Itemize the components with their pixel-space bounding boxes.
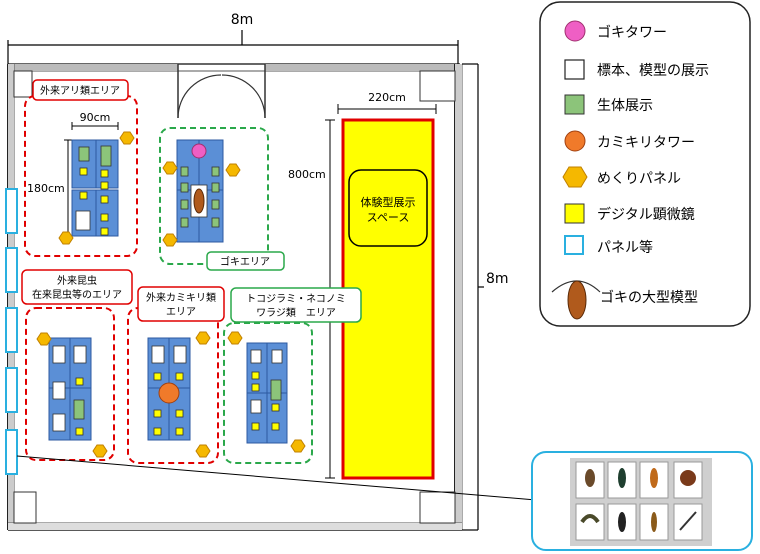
insect-area-label-2: 在来昆虫等のエリア (32, 288, 122, 301)
experience-stage: 220cm 800cm 体験型展示 スペース (288, 91, 437, 480)
flip-panel (119, 131, 135, 145)
brown-oval-icon (567, 280, 587, 320)
longhorn-area: 外来カミキリ類 エリア (127, 286, 225, 464)
legend-label: デジタル顕微鏡 (597, 206, 695, 223)
panel (5, 367, 18, 413)
legend-label: パネル等 (597, 239, 653, 256)
ant-area-label: 外来アリ類エリア (40, 85, 120, 97)
cyan-outline-icon (564, 235, 584, 255)
panel-callout (531, 451, 753, 551)
cockroach-area: ゴキエリア (159, 127, 285, 271)
cockroach-tower (191, 143, 207, 159)
pink-circle-icon (564, 20, 586, 42)
live-exhibit (100, 145, 112, 167)
cockroach-model (193, 188, 205, 214)
dimension-right: 8m (462, 63, 509, 531)
flip-panel (58, 231, 74, 245)
legend-label: めくりパネル (597, 171, 681, 187)
panel (5, 247, 18, 293)
specimen-panels (575, 461, 703, 541)
longhorn-area-label-1: 外来カミキリ類 (146, 292, 216, 304)
ant-width-label: 90cm (80, 111, 111, 124)
yellow-hexagon-icon (562, 166, 588, 188)
top-width-label: 8m (231, 12, 254, 28)
cockroach-area-label: ゴキエリア (220, 255, 270, 268)
insect-area: 外来昆虫 在来昆虫等のエリア (21, 269, 133, 461)
stage-depth-label: 800cm (288, 168, 326, 181)
legend: ゴキタワー 標本、模型の展示 生体展示 カミキリタワー めくりパネル デジタル顕… (539, 1, 751, 327)
yellow-square-icon (564, 203, 585, 224)
legend-label: カミキリタワー (597, 135, 695, 151)
panel (5, 188, 18, 234)
orange-circle-icon (564, 130, 586, 152)
pillbug-area-label-2: ワラジ類 エリア (256, 307, 336, 319)
specimen-exhibit (75, 210, 91, 231)
live-exhibit (78, 146, 90, 162)
entrance-door (177, 64, 266, 119)
pillbug-area-label-1: トコジラミ・ネコノミ (246, 293, 346, 305)
insect-area-label-1: 外来昆虫 (57, 275, 97, 287)
pillbug-area: トコジラミ・ネコノミ ワラジ類 エリア (223, 287, 362, 464)
panel (5, 429, 18, 475)
ant-depth-label: 180cm (27, 182, 65, 195)
white-square-icon (564, 59, 585, 80)
stage-width-label: 220cm (368, 91, 406, 104)
ant-area: 外来アリ類エリア 90cm 180cm (24, 79, 138, 257)
room-walls (7, 63, 463, 531)
panel (5, 307, 18, 353)
longhorn-tower (158, 382, 180, 404)
stage-label-line1: 体験型展示 (361, 195, 416, 209)
right-depth-label: 8m (486, 271, 509, 287)
dimension-top: 8m (7, 12, 459, 64)
legend-label: ゴキの大型模型 (600, 289, 698, 306)
green-square-icon (564, 94, 585, 115)
legend-label: 生体展示 (597, 98, 653, 114)
legend-label: ゴキタワー (597, 24, 667, 41)
longhorn-area-label-2: エリア (166, 307, 196, 318)
wall-panels (5, 188, 537, 501)
stage-label-line2: スペース (367, 211, 410, 224)
legend-label: 標本、模型の展示 (597, 63, 709, 79)
